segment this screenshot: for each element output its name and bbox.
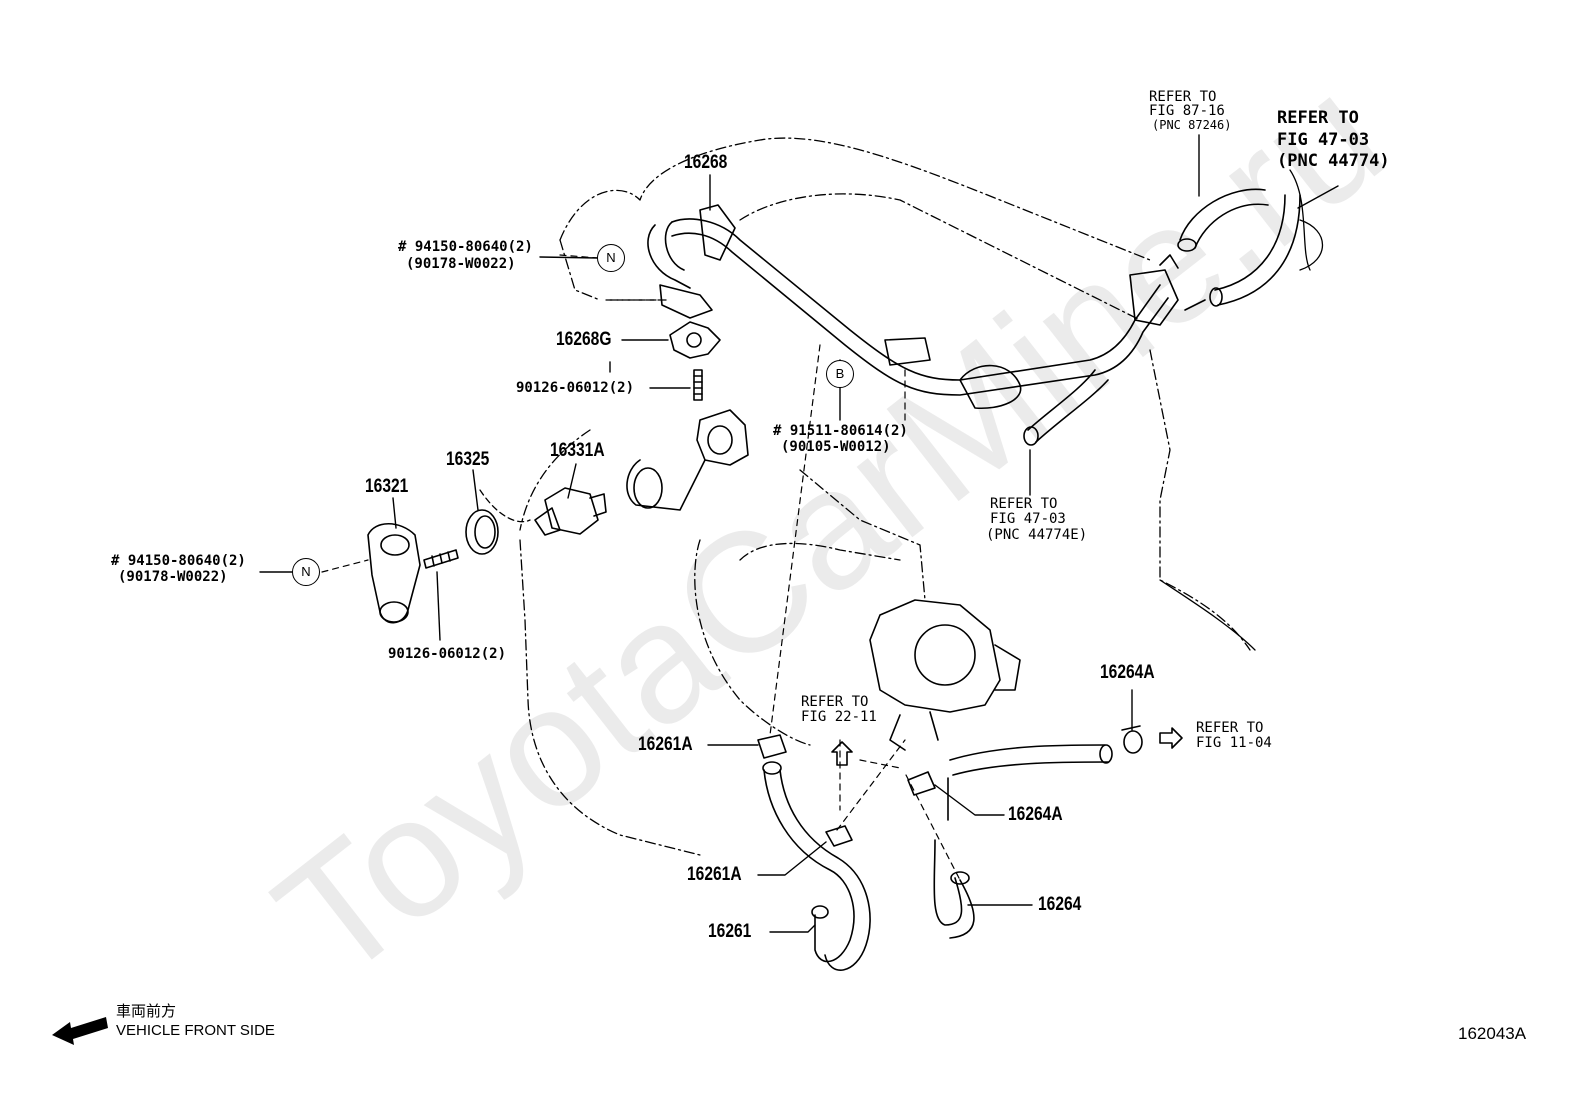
ref-87-l2: FIG 87-16 [1149, 103, 1225, 119]
ref-4703-top-l1: REFER TO [1277, 108, 1359, 128]
leader-lines [259, 134, 1339, 933]
label-16268g: 16268G [556, 329, 612, 350]
ref-2211-l2: FIG 22-11 [801, 709, 877, 725]
label-16268: 16268 [684, 152, 728, 173]
hose-upper-4703 [1209, 194, 1301, 307]
bolt-b-label-b: (90105-W0012) [781, 439, 891, 455]
thermostat-housing [626, 409, 749, 511]
hose-16264 [933, 744, 1113, 939]
stud-top [693, 369, 703, 401]
label-16261a-bottom: 16261A [687, 864, 742, 885]
nut-top-label-b: (90178-W0022) [406, 256, 516, 272]
ref-4703-mid-l2: FIG 47-03 [990, 511, 1066, 527]
throttle-body [869, 599, 1021, 751]
ref-4703-mid-l3: (PNC 44774E) [986, 527, 1088, 543]
bolt-b-label-a: # 91511-80614(2) [773, 423, 908, 439]
label-16325: 16325 [446, 449, 490, 470]
clamp-16264a-top [1121, 725, 1143, 754]
water-inlet-16321 [367, 522, 421, 624]
figure-id: 162043A [1458, 1024, 1527, 1043]
clamp-16261a-bottom [825, 825, 853, 847]
ref-4703-top-l3: (PNC 44774) [1277, 151, 1390, 171]
gasket-16325 [465, 509, 499, 555]
nut-left-label-a: # 94150-80640(2) [111, 553, 246, 569]
label-16264: 16264 [1038, 894, 1082, 915]
engine-outline [479, 137, 1324, 856]
ref-1104-l1: REFER TO [1196, 720, 1264, 736]
stud-top-label: 90126-06012(2) [516, 380, 635, 396]
thermostat-16331a [534, 487, 607, 536]
label-16261: 16261 [708, 921, 752, 942]
label-16264a-top: 16264A [1100, 662, 1155, 683]
hose-upper-87 [1177, 188, 1269, 252]
ref-4703-mid-l1: REFER TO [990, 496, 1058, 512]
front-side-en: VEHICLE FRONT SIDE [116, 1022, 275, 1039]
ref-1104-l2: FIG 11-04 [1196, 735, 1272, 751]
nut-top-label-a: # 94150-80640(2) [398, 239, 533, 255]
marker-b: B [826, 360, 854, 388]
fuel-cap-shape [884, 337, 1022, 410]
label-16331a: 16331A [550, 440, 605, 461]
marker-n-top: N [597, 244, 625, 272]
arrow-right-icon [1159, 727, 1183, 749]
dash-guides [321, 254, 961, 881]
ref-4703-top-l2: FIG 47-03 [1277, 130, 1370, 150]
arrow-up-icon [831, 741, 853, 766]
clamp-16264a-mid [907, 771, 936, 796]
nut-left-label-b: (90178-W0022) [118, 569, 228, 585]
front-side-jp: 車両前方 [116, 1003, 177, 1020]
label-16321: 16321 [365, 476, 409, 497]
gasket-16268g [669, 321, 721, 359]
pipe-joint [1129, 254, 1206, 326]
ref-87-l3: (PNC 87246) [1152, 118, 1232, 132]
hose-16261 [762, 761, 871, 971]
label-16261a-top: 16261A [638, 734, 693, 755]
stud-left-label: 90126-06012(2) [388, 646, 507, 662]
marker-n-left: N [292, 558, 320, 586]
bypass-pipe [647, 204, 1169, 396]
label-16264a-mid: 16264A [1008, 804, 1063, 825]
ref-2211-l1: REFER TO [801, 694, 869, 710]
stud-left [423, 549, 459, 569]
ref-87-l1: REFER TO [1149, 89, 1217, 105]
front-arrow-icon [52, 1017, 108, 1045]
clamp-16261a-top [757, 734, 787, 759]
hose-mid-4703 [1023, 369, 1109, 446]
